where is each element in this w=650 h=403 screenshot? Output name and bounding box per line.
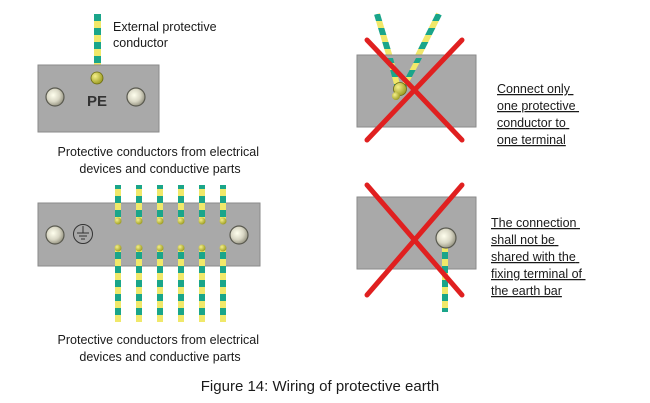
not-shared-label: The connection shall not be shared with … [491,216,586,298]
left-screw-icon [45,87,65,107]
fixing-bar [356,196,477,270]
external-conductor-terminal [90,71,104,85]
external-conductor-wire [94,14,101,76]
earth-bar-panel: Protective conductors from electrical de… [37,145,263,364]
top-devices-label: Protective conductors from electrical de… [58,145,263,176]
shared-fixing-panel: The connection shall not be shared with … [356,182,586,312]
earth-bar-left-screw-icon [45,225,65,245]
earth-bar-right-screw-icon [229,225,249,245]
bottom-conductor-wires [115,246,226,322]
cross-icon [364,37,465,143]
fixing-terminal-screw-icon [435,227,457,249]
right-screw-icon [126,87,146,107]
connect-only-label: Connect only one protective conductor to… [497,82,579,147]
figure-caption: Figure 14: Wiring of protective earth [201,378,439,395]
top-terminals [114,217,227,225]
top-conductor-wires-front [115,185,226,221]
earth-bar [37,202,261,267]
bottom-devices-label: Protective conductors from electrical de… [58,333,263,364]
protective-earth-icon [73,224,93,244]
bottom-terminals [114,244,227,252]
external-conductor-label: External protective conductor [113,20,220,50]
pe-mark: PE [87,93,107,110]
pe-bar-panel: PE External protective conductor [37,14,220,133]
two-conductors-panel: Connect only one protective conductor to… [356,12,579,147]
cross-icon [364,182,465,298]
